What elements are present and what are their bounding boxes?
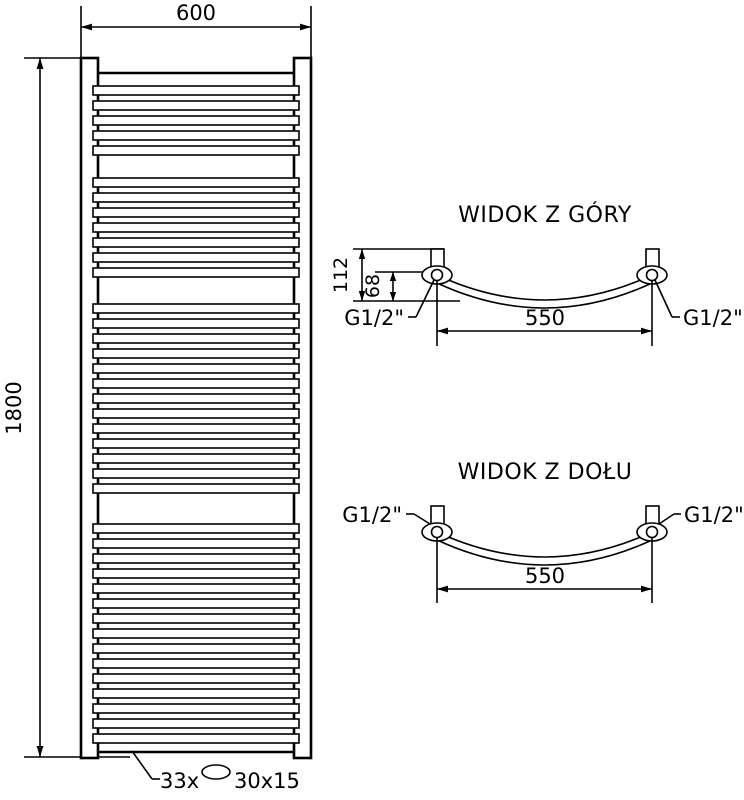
center-distance-label-top: 550: [525, 306, 565, 330]
connection-right-label-top: G1/2": [683, 306, 743, 330]
height-dimension: [24, 57, 130, 758]
center-distance-label-bottom: 550: [525, 564, 565, 588]
connection-left-label-bottom: G1/2": [342, 503, 402, 527]
width-dimension: [80, 6, 312, 62]
connection-leaders-top: [408, 279, 680, 318]
tube-count-label: 33x: [160, 769, 199, 793]
tube-spec-leader: [131, 750, 160, 780]
connection-right-label-bottom: G1/2": [684, 503, 744, 527]
connector-left-bottom: [421, 505, 453, 542]
top-view-title: WIDOK Z GÓRY: [458, 202, 632, 228]
curved-tube-top: [436, 274, 653, 309]
front-view: [24, 6, 313, 780]
radiator-body: [79, 56, 313, 760]
height-dimension-label: 1800: [2, 381, 26, 434]
connector-right-bottom: [636, 505, 668, 542]
top-view: [353, 248, 680, 346]
center-distance-dimension-bottom: [436, 537, 653, 603]
depth-dimensions: [353, 248, 460, 302]
width-dimension-label: 600: [176, 1, 216, 25]
curved-tube-bottom: [436, 531, 653, 566]
connector-left-top: [421, 248, 453, 285]
connection-left-label-top: G1/2": [344, 306, 404, 330]
connector-right-top: [636, 248, 668, 285]
bottom-view: [406, 505, 681, 603]
bottom-view-title: WIDOK Z DOŁU: [458, 460, 633, 485]
center-distance-dimension-top: [436, 280, 653, 346]
depth-inner-label: 68: [362, 274, 384, 298]
radiator-rungs: [92, 85, 300, 744]
connection-leaders-bottom: [406, 513, 681, 525]
oval-profile-icon: [201, 764, 231, 780]
tube-size-label: 30x15: [234, 769, 300, 793]
depth-outer-label: 112: [330, 257, 352, 293]
